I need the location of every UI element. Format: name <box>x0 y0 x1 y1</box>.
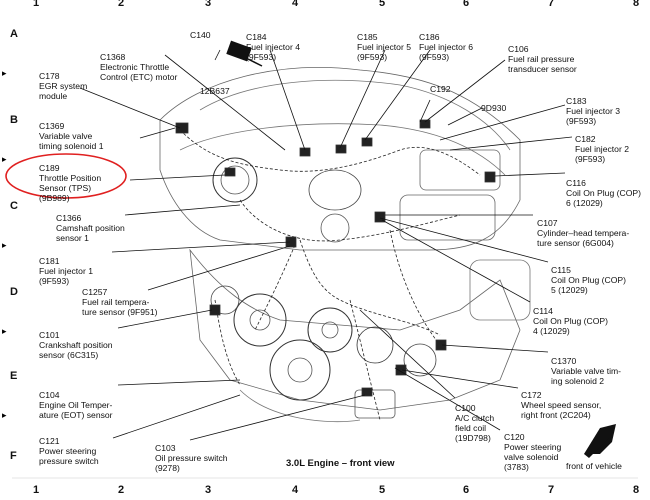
diagram-caption: 3.0L Engine – front view <box>286 458 395 469</box>
grid-col-6-top: 6 <box>463 0 470 9</box>
grid-col-8-top: 8 <box>633 0 640 9</box>
front-of-vehicle-label: front of vehicle <box>566 461 622 471</box>
tick-mark-5: ▸ <box>2 410 7 420</box>
tick-mark-2: ▸ <box>2 154 7 164</box>
label-12b637: 12B637 <box>200 86 230 96</box>
grid-col-2-top: 2 <box>118 0 125 9</box>
label-c192: C192 <box>430 84 451 94</box>
grid-col-1-top: 1 <box>33 0 40 9</box>
grid-col-5-bottom: 5 <box>379 484 386 496</box>
label-9d930: 9D930 <box>481 103 507 113</box>
grid-row-d: D <box>10 286 18 298</box>
grid-col-4-bottom: 4 <box>292 484 299 496</box>
front-arrow-icon <box>584 424 616 458</box>
grid-col-5-top: 5 <box>379 0 386 9</box>
engine-sketch <box>159 67 531 423</box>
grid-col-1-bottom: 1 <box>33 484 40 496</box>
tps-highlight-ellipse <box>5 153 127 199</box>
grid-col-7-bottom: 7 <box>548 484 555 496</box>
label-c140: C140 <box>190 30 211 40</box>
grid-col-6-bottom: 6 <box>463 484 470 496</box>
grid-row-a: A <box>10 28 18 40</box>
grid-col-3-top: 3 <box>205 0 212 9</box>
grid-col-7-top: 7 <box>548 0 555 9</box>
grid-row-b: B <box>10 114 18 126</box>
grid-col-2-bottom: 2 <box>118 484 125 496</box>
grid-row-f: F <box>10 450 17 462</box>
tick-mark-1: ▸ <box>2 68 7 78</box>
grid-col-4-top: 4 <box>292 0 299 9</box>
leader-lines <box>79 49 573 441</box>
c140-connector-icon <box>226 40 263 67</box>
tick-mark-4: ▸ <box>2 326 7 336</box>
grid-row-c: C <box>10 200 18 212</box>
tick-mark-3: ▸ <box>2 240 7 250</box>
grid-col-3-bottom: 3 <box>205 484 212 496</box>
grid-col-8-bottom: 8 <box>633 484 640 496</box>
grid-row-e: E <box>10 370 18 382</box>
